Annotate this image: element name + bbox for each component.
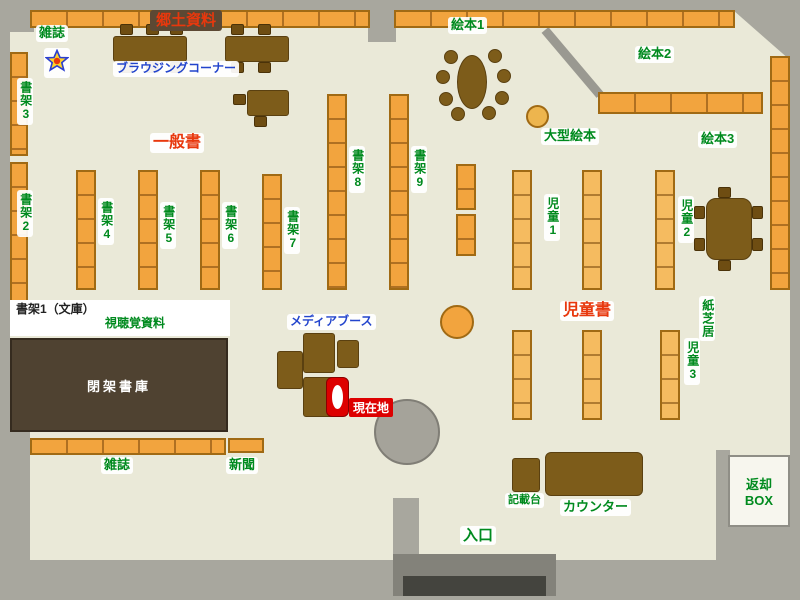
round-display — [440, 305, 474, 339]
label-shelf-3: 書架3 — [17, 78, 33, 125]
label-shelf-9: 書架9 — [411, 146, 427, 193]
label-entrance: 入口 — [460, 526, 497, 546]
chair — [694, 238, 705, 251]
closed-stacks-label: 閉架書庫 — [86, 378, 151, 394]
bookshelf-children1-a — [512, 170, 532, 290]
stool — [444, 50, 458, 64]
label-children-1: 児童1 — [544, 194, 560, 241]
label-local-materials: 郷土資料 — [150, 10, 223, 32]
current-location-marker — [326, 377, 349, 417]
shelf1-av-band — [10, 300, 230, 336]
star-icon — [44, 48, 70, 72]
bookshelf-6 — [200, 170, 220, 290]
bookshelf-children2 — [655, 170, 675, 290]
return-box-label-1: 返却 — [745, 477, 772, 492]
label-browsing-corner: ブラウジングコーナー — [113, 61, 240, 77]
bookshelf-children3 — [660, 330, 680, 420]
label-writing-desk: 記載台 — [505, 493, 544, 508]
chair — [254, 116, 267, 127]
bookshelf-magazines-bottom — [30, 438, 226, 455]
label-magazines-bottom: 雑誌 — [101, 457, 134, 474]
stool — [495, 91, 509, 105]
stool — [482, 106, 496, 120]
current-location-oval — [332, 385, 343, 409]
chair — [694, 206, 705, 219]
browsing-table-1 — [113, 36, 187, 62]
wall-corner-bottom-right — [716, 524, 790, 560]
chair — [718, 260, 731, 271]
star-marker-chip — [44, 48, 70, 78]
bookshelf-5 — [138, 170, 158, 290]
service-counter — [545, 452, 643, 496]
label-picture-book-2: 絵本2 — [635, 46, 675, 63]
storytime-table — [457, 55, 487, 109]
label-current-location: 現在地 — [349, 398, 394, 417]
label-shelf-8: 書架8 — [349, 146, 365, 193]
bookshelf-children-lower-a — [512, 330, 532, 420]
chair — [718, 187, 731, 198]
label-shelf-7: 書架7 — [284, 207, 300, 254]
bookshelf-children1-b — [582, 170, 602, 290]
label-children-2: 児童2 — [678, 196, 694, 243]
label-shelf-5: 書架5 — [160, 202, 176, 249]
stool — [497, 69, 511, 83]
browsing-table-3 — [247, 90, 289, 116]
label-audiovisual: 視聴覚資料 — [105, 316, 166, 330]
chair — [233, 94, 246, 105]
wall-left-lower — [10, 432, 30, 560]
label-children-3: 児童3 — [684, 338, 700, 385]
stool — [451, 107, 465, 121]
label-newspaper: 新聞 — [226, 457, 259, 474]
large-picturebook-stand — [526, 105, 549, 128]
label-large-picture-book: 大型絵本 — [541, 128, 600, 145]
closed-stacks-room: 閉架書庫 — [10, 338, 228, 432]
wall-entrance-stub — [393, 498, 419, 558]
bookshelf-4 — [76, 170, 96, 290]
bookshelf-8 — [327, 94, 347, 290]
media-booth-block — [303, 333, 335, 373]
return-box-label-2: BOX — [744, 493, 774, 508]
bookshelf-children-lower-b — [582, 330, 602, 420]
label-picture-book-1: 絵本1 — [448, 17, 488, 34]
chair — [752, 206, 763, 219]
bookshelf-picturebook2-strip — [598, 92, 763, 114]
wall-pillar-top — [368, 10, 396, 42]
bookshelf-7 — [262, 174, 282, 290]
label-shelf-4: 書架4 — [98, 198, 114, 245]
bookshelf-center-short-a — [456, 164, 476, 210]
label-picture-book-3: 絵本3 — [698, 131, 738, 148]
chair — [258, 24, 271, 35]
chair — [120, 24, 133, 35]
label-general-books: 一般書 — [150, 133, 205, 154]
label-kamishibai: 紙芝居 — [699, 296, 715, 341]
bookshelf-right-wall — [770, 56, 790, 290]
chair — [231, 24, 244, 35]
chair — [258, 62, 271, 73]
children-table — [706, 198, 752, 260]
media-booth-block — [277, 351, 303, 389]
label-shelf-1-bunko: 書架1（文庫） — [16, 302, 95, 316]
wall-returnbox-left — [716, 450, 730, 524]
label-shelf-2: 書架2 — [17, 190, 33, 237]
stool — [439, 92, 453, 106]
writing-desk — [512, 458, 540, 492]
return-box: 返却 BOX — [728, 455, 790, 527]
label-counter: カウンター — [560, 499, 632, 516]
chair — [752, 238, 763, 251]
bookshelf-center-short-b — [456, 214, 476, 256]
wall-corner-top-left — [10, 10, 34, 32]
bookshelf-top-right-strip — [394, 10, 735, 28]
bookshelf-newspaper — [228, 438, 264, 453]
entrance-doorway — [403, 576, 546, 596]
media-booth-block — [337, 340, 359, 368]
stool — [436, 70, 450, 84]
label-children-books: 児童書 — [560, 301, 615, 322]
browsing-table-2 — [225, 36, 289, 62]
bookshelf-9 — [389, 94, 409, 290]
label-magazines-top: 雑誌 — [36, 25, 69, 42]
stool — [488, 49, 502, 63]
label-media-booth: メディアブース — [287, 314, 376, 330]
label-shelf-6: 書架6 — [222, 202, 238, 249]
